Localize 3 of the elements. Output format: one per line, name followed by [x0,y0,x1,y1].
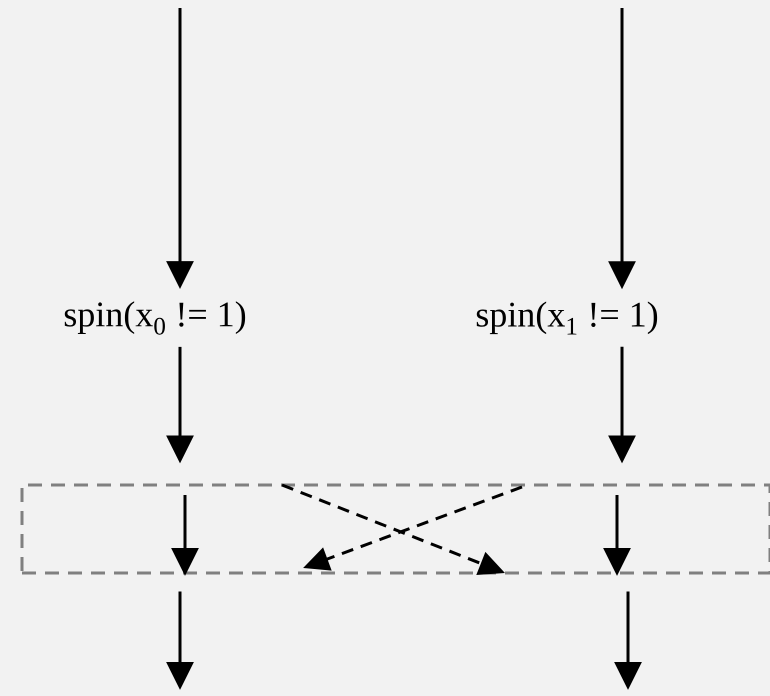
spin-label: spin(x$_{1}$ != 1) [476,302,658,335]
spin-label: spin(x$_{0}$ != 1) [64,301,246,335]
dashed-box [20,484,770,574]
